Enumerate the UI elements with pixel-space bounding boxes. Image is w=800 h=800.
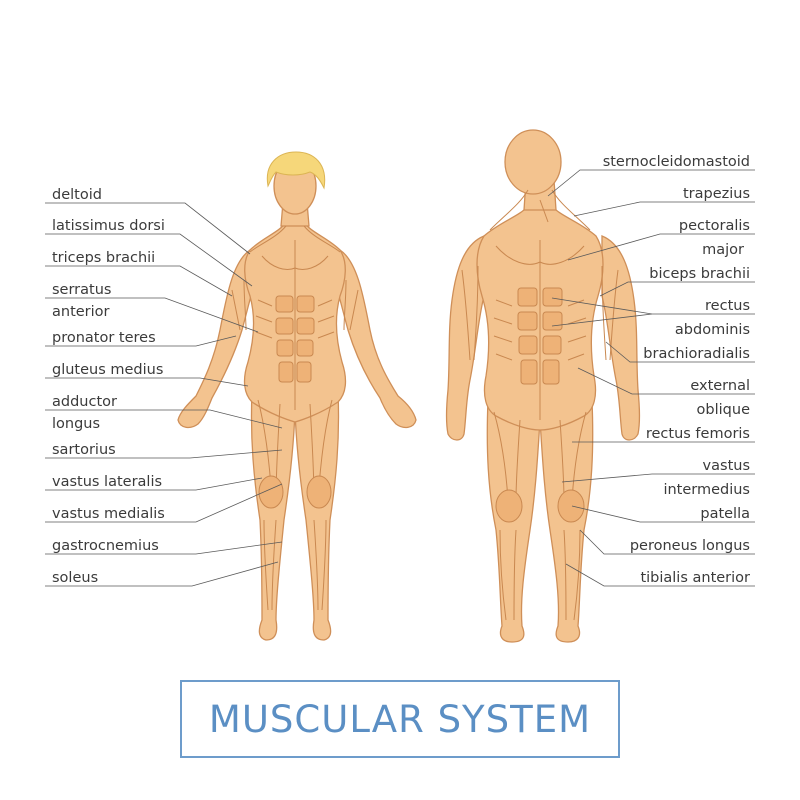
label-text: gluteus medius	[52, 362, 163, 378]
right-labels: sternocleidomastoid trapezius pectoralis…	[547, 154, 755, 587]
label-text: pronator teres	[52, 330, 156, 346]
label-vastus-lateralis: vastus lateralis	[45, 474, 263, 491]
label-text: sternocleidomastoid	[603, 154, 750, 170]
page-title: MUSCULAR SYSTEM	[208, 697, 592, 741]
label-text: tibialis anterior	[640, 570, 750, 586]
label-text: brachioradialis	[643, 346, 750, 362]
label-text: latissimus dorsi	[52, 218, 165, 234]
label-text: intermedius	[663, 482, 750, 498]
label-text: longus	[52, 416, 100, 432]
label-text: gastrocnemius	[52, 538, 159, 554]
label-biceps-brachii: biceps brachii	[599, 266, 755, 297]
label-text: soleus	[52, 570, 98, 586]
label-peroneus-longus: peroneus longus	[579, 529, 755, 555]
label-text: major	[702, 242, 744, 258]
left-labels: deltoid latissimus dorsi triceps brachii…	[45, 187, 283, 587]
label-vastus-medialis: vastus medialis	[45, 483, 283, 523]
label-brachioradialis: brachioradialis	[605, 341, 755, 363]
label-text: peroneus longus	[630, 538, 750, 554]
male-figure	[445, 129, 641, 643]
label-patella: patella	[571, 505, 755, 523]
label-text: rectus femoris	[646, 426, 750, 442]
label-pronator-teres: pronator teres	[45, 330, 237, 347]
label-text: oblique	[697, 402, 751, 418]
label-external-oblique: external oblique	[577, 367, 755, 418]
label-vastus-intermedius: vastus intermedius	[561, 458, 755, 498]
label-sartorius: sartorius	[45, 442, 283, 459]
label-pectoralis-major: pectoralis major	[567, 218, 755, 261]
label-latissimus-dorsi: latissimus dorsi	[45, 218, 253, 287]
label-text: anterior	[52, 304, 110, 320]
label-text: pectoralis	[679, 218, 750, 234]
label-gluteus-medius: gluteus medius	[45, 362, 249, 387]
label-soleus: soleus	[45, 561, 279, 587]
label-rectus-abdominis: rectus abdominis	[551, 297, 755, 338]
label-text: vastus lateralis	[52, 474, 162, 490]
label-text: triceps brachii	[52, 250, 155, 266]
label-gastrocnemius: gastrocnemius	[45, 538, 283, 555]
label-text: patella	[700, 506, 750, 522]
label-text: vastus medialis	[52, 506, 165, 522]
female-figure	[177, 151, 417, 641]
label-tibialis-anterior: tibialis anterior	[565, 563, 755, 587]
label-rectus-femoris: rectus femoris	[572, 426, 755, 443]
label-text: serratus	[52, 282, 111, 298]
label-text: external	[690, 378, 750, 394]
label-text: trapezius	[683, 186, 750, 202]
label-text: abdominis	[675, 322, 750, 338]
label-adductor-longus: adductor longus	[45, 394, 283, 432]
label-text: vastus	[703, 458, 750, 474]
label-sternocleidomastoid: sternocleidomastoid	[547, 154, 755, 197]
label-text: biceps brachii	[649, 266, 750, 282]
label-text: deltoid	[52, 187, 102, 203]
label-serratus-anterior: serratus anterior	[45, 282, 259, 333]
label-trapezius: trapezius	[573, 186, 755, 217]
label-text: rectus	[705, 298, 750, 314]
label-text: adductor	[52, 394, 117, 410]
label-triceps-brachii: triceps brachii	[45, 250, 233, 297]
label-deltoid: deltoid	[45, 187, 251, 255]
label-text: sartorius	[52, 442, 116, 458]
title-box: MUSCULAR SYSTEM	[180, 680, 620, 758]
